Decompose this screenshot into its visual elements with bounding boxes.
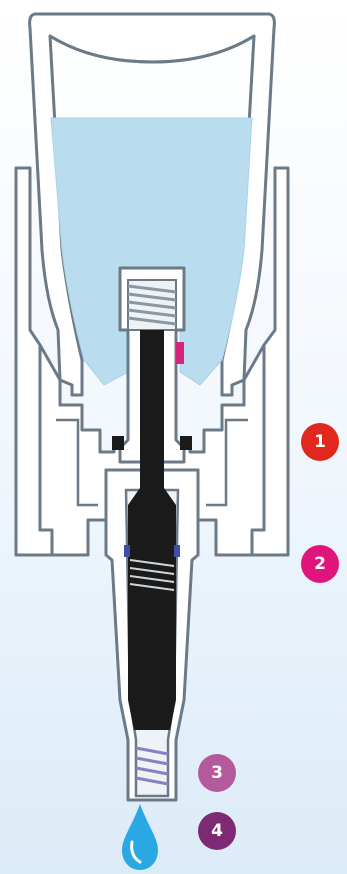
left-seal xyxy=(112,436,124,450)
callout-badge-3: 3 xyxy=(198,754,236,792)
droplet-highlight xyxy=(130,840,142,864)
right-seal xyxy=(180,436,192,450)
callout-badge-2: 2 xyxy=(301,545,339,583)
callout-badge-1: 1 xyxy=(301,423,339,461)
lower-spring xyxy=(135,746,169,786)
upper-spring xyxy=(129,559,175,591)
blue-clip-left xyxy=(124,545,130,557)
callout-badge-4: 4 xyxy=(198,812,236,850)
droplet-icon xyxy=(122,804,158,870)
blue-clip-right xyxy=(174,545,180,557)
pink-seal xyxy=(176,342,184,364)
central-rod xyxy=(128,330,176,730)
bottle-top-contour xyxy=(49,34,255,64)
threaded-head xyxy=(127,279,177,331)
housing-inner-steps xyxy=(56,418,248,507)
